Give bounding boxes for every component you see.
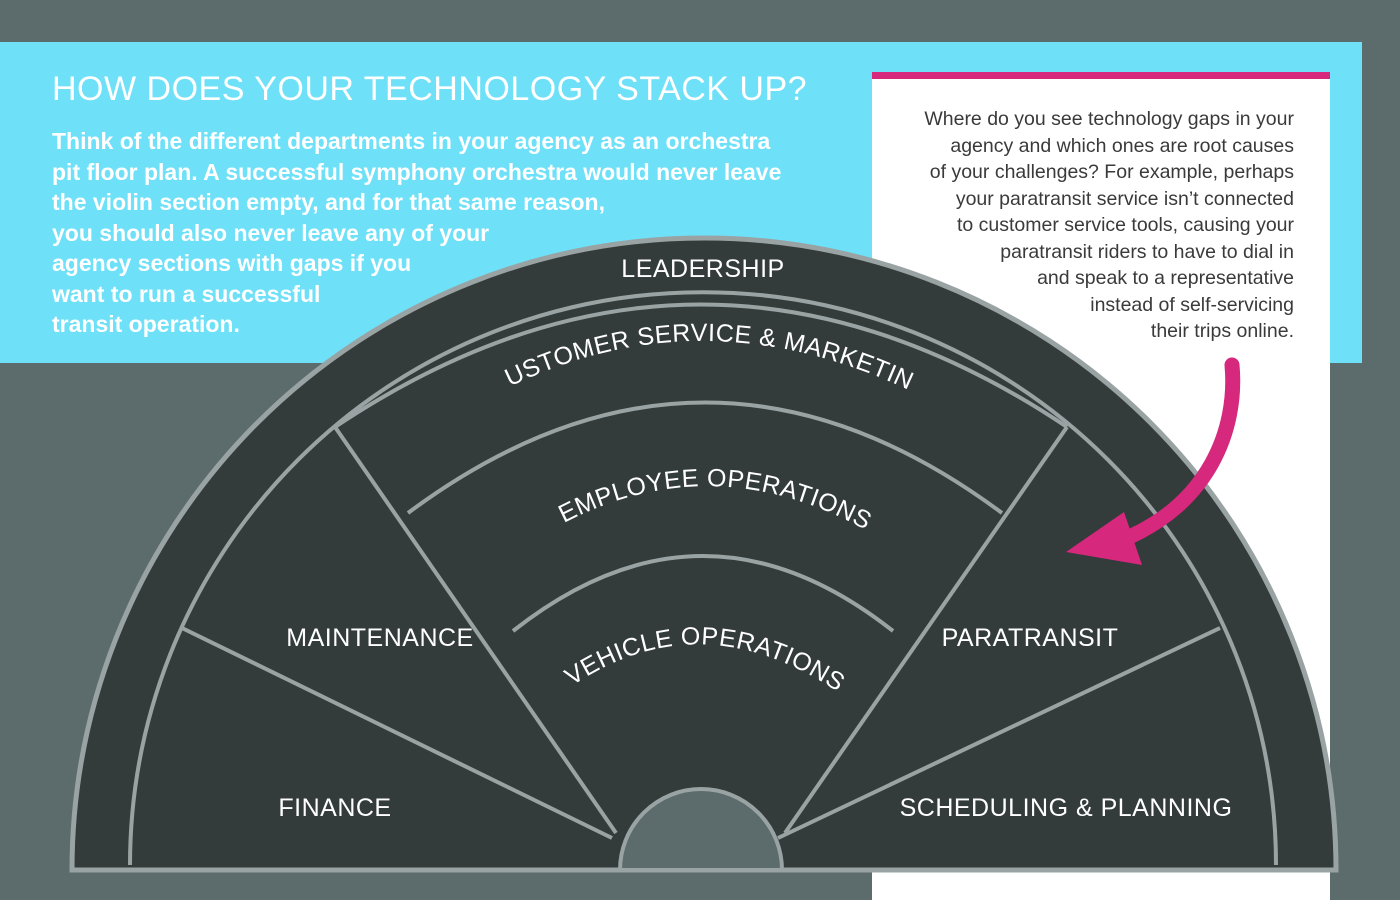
section-label-paratransit: PARATRANSIT [942,624,1119,652]
section-label-scheduling: SCHEDULING & PLANNING [900,794,1233,822]
callout-line: your paratransit service isn’t connected [955,187,1294,210]
callout-accent-bar [872,72,1330,79]
page-title: HOW DOES YOUR TECHNOLOGY STACK UP? [52,70,808,108]
intro-line: transit operation. [52,311,240,337]
ring-arc [406,400,1004,515]
divider-line [181,626,613,840]
callout-line: paratransit riders to have to dial in [1000,240,1294,263]
section-rings [128,290,1278,866]
ring-arc [128,290,1278,866]
intro-line: want to run a successful [52,280,321,307]
ring-arc [511,554,895,633]
divider-line [777,626,1221,840]
divider-line [783,425,1069,835]
callout-line: instead of self-servicing [1090,293,1294,316]
section-label-leadership: LEADERSHIP [621,255,784,283]
intro-line: the violin section empty, and for that s… [52,189,605,215]
intro-paragraph: Think of the different departments in yo… [52,126,781,340]
intro-line: agency sections with gaps if you [52,250,412,276]
section-dividers [181,425,1221,840]
curved-arrow-icon [1066,357,1241,565]
section-label-finance: FINANCE [278,794,391,822]
callout-text: Where do you see technology gaps in your… [924,106,1294,345]
stage-notch [617,787,785,872]
callout-line: agency and which ones are root causes [950,134,1294,157]
callout-line: their trips online. [1150,320,1294,342]
intro-line: you should also never leave any of your [52,219,490,246]
section-label-maintenance: MAINTENANCE [286,624,473,652]
callout-line: and speak to a representative [1037,267,1294,289]
divider-line [333,425,618,835]
arrow-head [1066,512,1142,565]
arrow-shaft [1114,357,1241,548]
callout-line: of your challenges? For example, perhaps [929,161,1294,183]
intro-line: pit floor plan. A successful symphony or… [52,158,782,185]
callout-line: Where do you see technology gaps in your [924,108,1294,130]
callout-line: to customer service tools, causing your [956,214,1294,236]
intro-line: Think of the different departments in yo… [52,128,771,154]
ring-arc [333,302,1069,429]
